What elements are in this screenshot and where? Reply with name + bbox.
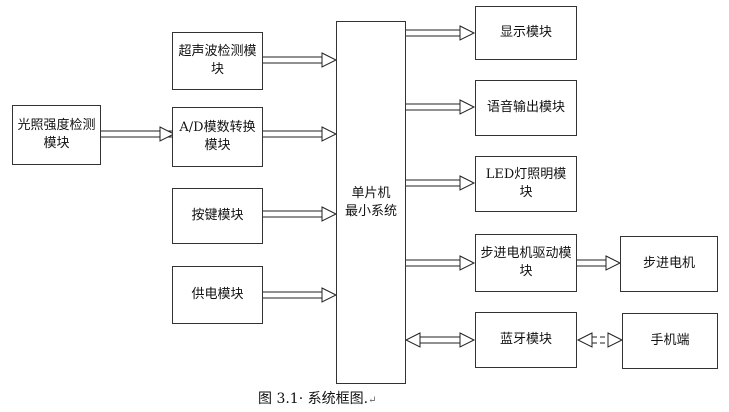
block-label: 单片机 最小系统 [344, 185, 397, 219]
block-keys: 按键模块 [172, 188, 263, 244]
block-label: 步进电机 [642, 256, 695, 271]
block-ultrasonic: 超声波检测模块 [172, 32, 263, 90]
block-label: 手机端 [650, 333, 690, 348]
arrow-mcu-bluetooth-bidirectional [404, 332, 476, 348]
block-label: 蓝牙模块 [499, 332, 552, 347]
arrow-power-to-mcu [262, 287, 338, 303]
block-light-sensor: 光照强度检测模块 [12, 105, 101, 165]
block-phone: 手机端 [622, 313, 718, 369]
block-stepper-motor: 步进电机 [620, 236, 718, 292]
paragraph-mark: ↵ [368, 395, 377, 406]
block-label: 供电模块 [191, 287, 244, 302]
block-label: A/D模数转换模块 [179, 120, 256, 153]
block-label: 按键模块 [191, 208, 244, 223]
block-display: 显示模块 [475, 6, 577, 60]
block-label: 语音输出模块 [486, 100, 565, 115]
arrow-driver-to-stepper [576, 255, 622, 271]
block-motor-driver: 步进电机驱动模块 [475, 234, 577, 292]
arrow-light-to-ad [100, 126, 176, 142]
block-bluetooth: 蓝牙模块 [475, 312, 577, 368]
block-ad-converter: A/D模数转换模块 [172, 107, 263, 167]
block-mcu: 单片机 最小系统 [336, 21, 406, 384]
block-power: 供电模块 [172, 266, 263, 324]
block-voice-output: 语音输出模块 [475, 80, 577, 136]
block-label: 显示模块 [499, 25, 552, 40]
block-led-lighting: LED灯照明模块 [475, 156, 577, 212]
arrow-keys-to-mcu [262, 206, 338, 222]
arrow-mcu-to-led [406, 175, 476, 191]
block-label: 光照强度检测模块 [17, 118, 96, 151]
arrow-mcu-to-motor-driver [406, 255, 476, 271]
arrow-bluetooth-phone-wireless [576, 332, 624, 348]
arrow-ad-to-mcu [262, 126, 338, 142]
arrow-mcu-to-voice [406, 99, 476, 115]
arrow-ultrasonic-to-mcu [262, 52, 338, 68]
block-label: 超声波检测模块 [178, 44, 257, 77]
figure-caption: 图 3.1· 系统框图.↵ [258, 388, 376, 408]
block-label: 步进电机驱动模块 [480, 246, 572, 279]
arrow-mcu-to-display [406, 25, 476, 41]
caption-text: 图 3.1· 系统框图. [258, 391, 369, 407]
block-label: LED灯照明模块 [485, 167, 567, 200]
